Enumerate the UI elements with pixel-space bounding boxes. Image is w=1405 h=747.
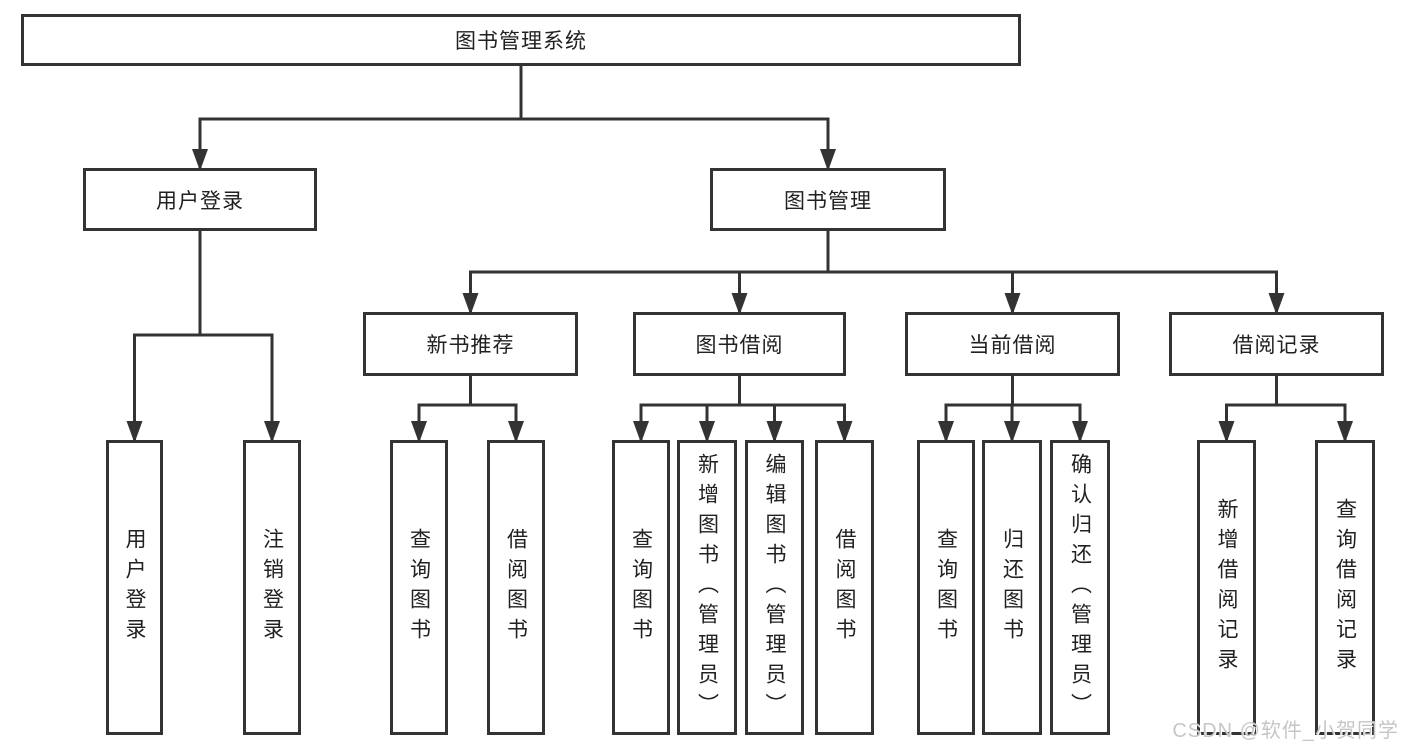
node-new-book-rec: 新书推荐: [363, 312, 578, 376]
arrow-down-icon: [411, 421, 427, 443]
node-current-borrow: 当前借阅: [905, 312, 1120, 376]
arrow-down-icon: [699, 421, 715, 443]
node-label: 借阅记录: [1232, 334, 1321, 357]
arrow-down-icon: [766, 421, 783, 443]
node-label: 借阅图书: [504, 527, 528, 648]
node-root: 图书管理系统: [21, 14, 1021, 66]
node-leaf-br-query: 查询借阅记录: [1315, 440, 1375, 735]
arrow-down-icon: [462, 293, 479, 315]
node-leaf-bb-add: 新增图书（管理员）: [677, 440, 737, 735]
node-label: 查询借阅记录: [1333, 497, 1357, 678]
node-borrow-records: 借阅记录: [1169, 312, 1384, 376]
node-label: 新书推荐: [426, 334, 515, 357]
arrow-down-icon: [508, 421, 524, 443]
node-book-mgmt: 图书管理: [710, 168, 946, 231]
node-leaf-logout: 注销登录: [243, 440, 301, 735]
node-label: 当前借阅: [968, 334, 1057, 357]
arrow-down-icon: [1004, 421, 1020, 443]
arrow-down-icon: [820, 149, 836, 171]
node-label: 用户登录: [156, 189, 244, 213]
node-label: 编辑图书（管理员）: [763, 452, 786, 723]
node-label: 查询图书: [934, 527, 958, 648]
node-label: 用户登录: [123, 527, 146, 648]
node-label: 查询图书: [629, 527, 653, 648]
node-leaf-rec-borrow: 借阅图书: [487, 440, 545, 735]
arrow-down-icon: [192, 149, 208, 171]
node-leaf-bb-edit: 编辑图书（管理员）: [745, 440, 804, 735]
arrow-down-icon: [1268, 293, 1285, 315]
node-leaf-br-add: 新增借阅记录: [1197, 440, 1256, 735]
node-user-login: 用户登录: [83, 168, 317, 231]
arrow-down-icon: [633, 421, 649, 443]
arrow-down-icon: [126, 421, 143, 443]
arrow-down-icon: [836, 421, 853, 443]
node-label: 借阅图书: [833, 527, 856, 648]
node-leaf-cb-query: 查询图书: [917, 440, 975, 735]
node-label: 图书借阅: [695, 334, 784, 357]
node-leaf-bb-borrow: 借阅图书: [815, 440, 874, 735]
node-label: 图书管理系统: [455, 30, 587, 53]
node-label: 图书管理: [784, 189, 872, 213]
node-label: 确认归还（管理员）: [1068, 452, 1092, 723]
node-label: 注销登录: [260, 527, 284, 648]
arrow-down-icon: [1004, 293, 1021, 315]
arrow-down-icon: [938, 421, 954, 443]
node-label: 归还图书: [1000, 527, 1024, 648]
node-leaf-bb-query: 查询图书: [612, 440, 670, 735]
node-leaf-user-login: 用户登录: [106, 440, 163, 735]
node-label: 查询图书: [407, 527, 431, 648]
node-leaf-cb-return: 归还图书: [982, 440, 1042, 735]
node-leaf-cb-confirm: 确认归还（管理员）: [1050, 440, 1110, 735]
node-book-borrow: 图书借阅: [633, 312, 846, 376]
arrow-down-icon: [1218, 421, 1235, 443]
arrow-down-icon: [1072, 421, 1088, 443]
arrow-down-icon: [731, 293, 748, 315]
arrow-down-icon: [1337, 421, 1353, 443]
arrow-down-icon: [264, 421, 280, 443]
node-leaf-rec-query: 查询图书: [390, 440, 448, 735]
node-label: 新增图书（管理员）: [695, 452, 719, 723]
node-label: 新增借阅记录: [1215, 497, 1238, 678]
